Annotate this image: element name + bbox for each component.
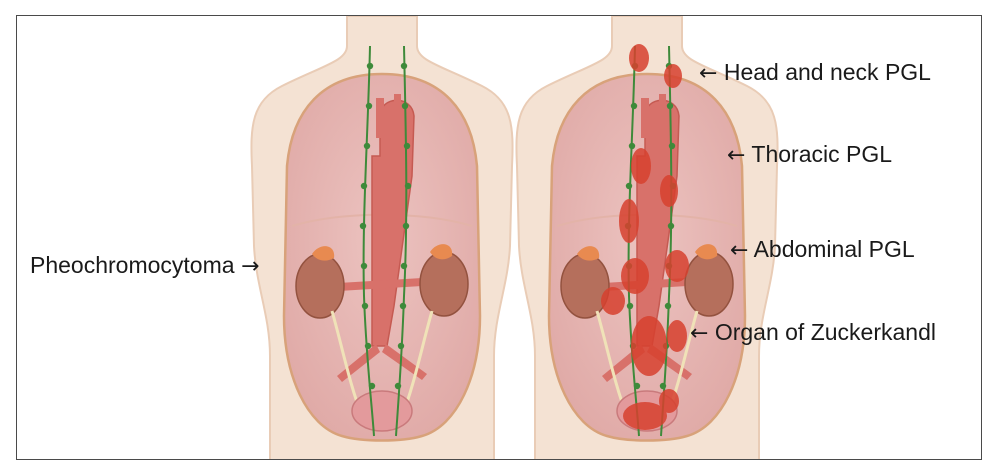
arrow-left-icon: ←	[727, 143, 745, 168]
label-pheochromocytoma: Pheochromocytoma →	[30, 254, 259, 278]
arrow-right-icon: →	[241, 254, 259, 279]
label-head-neck: ← Head and neck PGL	[699, 61, 931, 85]
label-zuckerkandl-text: Organ of Zuckerkandl	[715, 319, 936, 345]
label-abdominal: ← Abdominal PGL	[730, 238, 915, 262]
label-head-neck-text: Head and neck PGL	[724, 59, 931, 85]
label-abdominal-text: Abdominal PGL	[754, 236, 915, 262]
arrow-left-icon: ←	[730, 238, 748, 263]
arrow-left-icon: ←	[690, 321, 708, 346]
label-pheochromocytoma-text: Pheochromocytoma	[30, 252, 235, 278]
label-thoracic: ← Thoracic PGL	[727, 143, 892, 167]
label-zuckerkandl: ← Organ of Zuckerkandl	[690, 321, 936, 345]
figure-frame: Pheochromocytoma → ← Head and neck PGL ←…	[16, 15, 982, 460]
label-thoracic-text: Thoracic PGL	[751, 141, 892, 167]
left-torso	[251, 16, 512, 460]
arrow-left-icon: ←	[699, 61, 717, 86]
